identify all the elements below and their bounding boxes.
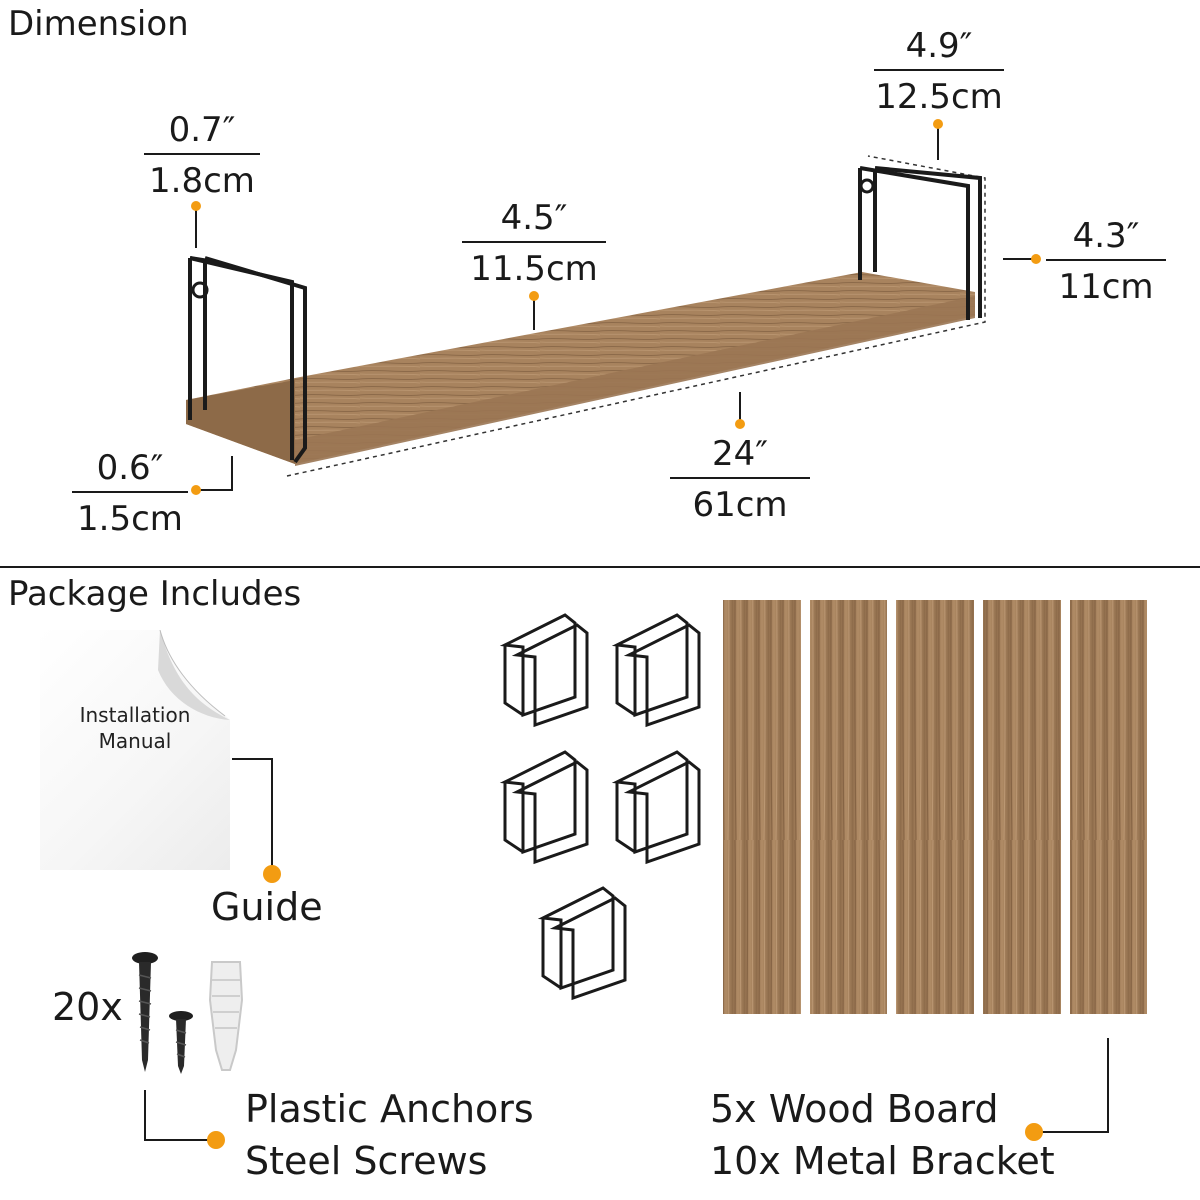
wood-board xyxy=(896,600,974,1014)
boards-leader xyxy=(1038,1038,1109,1133)
dot-bracket-height xyxy=(1031,254,1041,264)
boards-label: 5x Wood Board xyxy=(710,1087,999,1131)
dim-bracket-width: 4.9″ 12.5cm xyxy=(874,26,1004,117)
dim-shelf-length: 24″ 61cm xyxy=(670,434,810,525)
bracket-pair xyxy=(499,750,589,865)
anchors-label: Plastic Anchors xyxy=(245,1087,534,1131)
dot-bracket-thickness xyxy=(191,201,201,211)
wood-board xyxy=(1070,600,1147,1014)
wood-board xyxy=(810,600,887,1014)
shelf-board-front xyxy=(295,296,975,466)
package-title: Package Includes xyxy=(8,574,302,614)
dim-imperial: 24″ xyxy=(712,434,768,474)
dim-imperial: 4.9″ xyxy=(905,26,973,66)
dimension-dashed-outline xyxy=(286,155,986,477)
dim-imperial: 0.7″ xyxy=(168,110,236,150)
boards-dot xyxy=(1025,1123,1043,1141)
dim-metric: 1.5cm xyxy=(77,499,183,539)
dim-metric: 11cm xyxy=(1058,267,1154,307)
dim-shelf-depth: 4.5″ 11.5cm xyxy=(462,198,606,289)
dim-bracket-height: 4.3″ 11cm xyxy=(1046,216,1166,307)
dot-shelf-length xyxy=(735,419,745,429)
dim-imperial: 0.6″ xyxy=(96,448,164,488)
guide-leader xyxy=(232,758,281,883)
bracket-pair xyxy=(611,750,701,865)
bracket-pair xyxy=(537,886,627,1001)
dot-shelf-depth xyxy=(529,291,539,301)
screws-label: Steel Screws xyxy=(245,1139,488,1183)
dim-imperial: 4.3″ xyxy=(1072,216,1140,256)
long-screw xyxy=(132,952,158,1072)
dim-metric: 61cm xyxy=(692,485,788,525)
wood-boards xyxy=(723,600,1147,1014)
dimension-title: Dimension xyxy=(8,4,189,44)
hardware-illustration xyxy=(132,952,244,1149)
manual-line-2: Manual xyxy=(98,729,172,753)
manual-title: Installation Manual xyxy=(60,702,210,754)
bracket-pair xyxy=(499,613,589,728)
shelf-board-side xyxy=(186,380,295,464)
dim-metric: 12.5cm xyxy=(875,77,1003,117)
bracket-set xyxy=(499,613,701,1001)
right-bracket xyxy=(858,166,982,320)
short-screw xyxy=(169,1011,193,1074)
section-divider xyxy=(0,566,1200,568)
installation-manual-card xyxy=(40,630,230,870)
dot-board-thickness xyxy=(191,485,201,495)
wood-board xyxy=(983,600,1061,1014)
hardware-count: 20x xyxy=(52,985,123,1029)
shelf-illustration xyxy=(186,119,1041,495)
dim-metric: 11.5cm xyxy=(470,249,598,289)
dim-metric: 1.8cm xyxy=(149,161,255,201)
page-curl-icon xyxy=(158,630,230,720)
dot-bracket-width xyxy=(933,119,943,129)
dimension-dots xyxy=(191,119,1041,495)
shelf-board-top xyxy=(186,272,975,464)
plastic-anchor xyxy=(208,961,244,1071)
dim-imperial: 4.5″ xyxy=(500,198,568,238)
left-bracket xyxy=(188,256,307,464)
brackets-label: 10x Metal Bracket xyxy=(710,1139,1055,1183)
wood-board xyxy=(723,600,801,1014)
dim-bracket-thickness: 0.7″ 1.8cm xyxy=(144,110,260,201)
bracket-pair xyxy=(611,613,701,728)
dim-board-thickness: 0.6″ 1.5cm xyxy=(72,448,188,539)
guide-label: Guide xyxy=(211,885,323,929)
manual-line-1: Installation xyxy=(79,703,191,727)
dimension-leaders xyxy=(195,124,1036,491)
